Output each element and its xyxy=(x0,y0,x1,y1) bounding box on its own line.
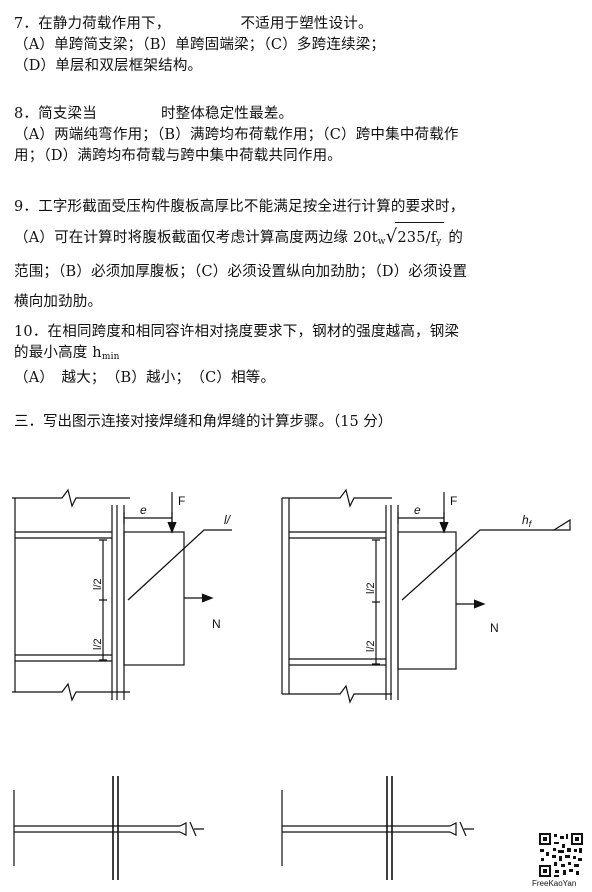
left-plan-view xyxy=(13,776,204,880)
q8-options-2: 用；（D）满跨均布荷载与跨中集中荷载共同作用。 xyxy=(14,148,342,164)
sqrt-radicand: 235/fy xyxy=(395,222,444,257)
q9-stem: 9．工字形截面受压构件腹板高厚比不能满足按全进行计算的要求时， xyxy=(14,199,465,215)
e-label-right: e xyxy=(414,503,421,517)
right-connection-figure xyxy=(281,488,571,704)
weld-leader xyxy=(401,529,554,601)
weld-label-left: l/ xyxy=(224,513,232,527)
q10-options: （A） 越大； （B）越小； （C）相等。 xyxy=(14,370,276,386)
q9-option-a: （A）可在计算时将腹板截面仅考虑计算高度两边缘 20tw√235/fy 的 xyxy=(14,222,580,257)
q8-stem: 8．简支梁当时整体稳定性最差。 xyxy=(14,106,294,122)
q9-options-end: 横向加劲肋。 xyxy=(14,294,103,310)
question-8: 8．简支梁当时整体稳定性最差。 （A）两端纯弯作用；（B）满跨均布荷载作用；（C… xyxy=(14,104,580,167)
connection-plate xyxy=(123,531,185,666)
q7-options-1: （A）单跨简支梁；（B）单跨固端梁；（C）多跨连续梁； xyxy=(14,37,386,53)
connection-plate xyxy=(397,531,457,670)
break-line-top xyxy=(12,488,130,508)
qr-code-image xyxy=(538,832,584,878)
q9-options: 范围；（B）必须加厚腹板；（C）必须设置纵向加劲肋；（D）必须设置 xyxy=(14,264,468,280)
dimension-line xyxy=(372,539,380,665)
F-label-right: F xyxy=(450,494,457,508)
q7-options-2: （D）单层和双层框架结构。 xyxy=(14,58,203,74)
dimension-line xyxy=(99,539,107,661)
break-line-bottom xyxy=(282,684,392,704)
e-dimension xyxy=(123,512,173,524)
e-label-left: e xyxy=(140,503,147,517)
l2-label-lower-left: l/2 xyxy=(92,638,104,650)
l2-label-upper-right: l/2 xyxy=(365,582,377,594)
q10-stem-2: 的最小高度 hmin xyxy=(14,345,120,362)
qr-code-icon xyxy=(538,832,584,878)
question-10: 10．在相同跨度和相同容许相对挠度要求下，钢材的强度越高，钢梁 的最小高度 hm… xyxy=(14,322,580,389)
N-label-right: N xyxy=(490,621,499,635)
q10-stem: 10．在相同跨度和相同容许相对挠度要求下，钢材的强度越高，钢梁 xyxy=(14,324,460,340)
weld-label-right: hf xyxy=(522,513,533,529)
weld-leader xyxy=(127,529,232,601)
break-line-top xyxy=(282,488,392,508)
question-9: 9．工字形截面受压构件腹板高厚比不能满足按全进行计算的要求时， （A）可在计算时… xyxy=(14,192,580,317)
F-label-left: F xyxy=(178,494,185,508)
q7-stem: 7．在静力荷载作用下，不适用于塑性设计。 xyxy=(14,16,373,32)
l2-label-lower-right: l/2 xyxy=(365,640,377,652)
break-line-bottom xyxy=(12,682,130,702)
right-plan-view xyxy=(281,776,474,880)
fillet-weld-symbol xyxy=(551,518,571,531)
question-7: 7．在静力荷载作用下，不适用于塑性设计。 （A）单跨简支梁；（B）单跨固端梁；（… xyxy=(14,14,580,77)
l2-label-upper-left: l/2 xyxy=(92,578,104,590)
section-3-title: 三．写出图示连接对接焊缝和角焊缝的计算步骤。（15 分） xyxy=(14,414,393,430)
q8-options-1: （A）两端纯弯作用；（B）满跨均布荷载作用；（C）跨中集中荷载作 xyxy=(14,127,459,143)
left-connection-figure xyxy=(12,488,232,702)
N-label-left: N xyxy=(212,617,221,631)
e-dimension xyxy=(397,512,445,524)
sqrt-symbol: √ xyxy=(385,226,398,247)
watermark-label: FreeKaoYan xyxy=(532,879,577,888)
